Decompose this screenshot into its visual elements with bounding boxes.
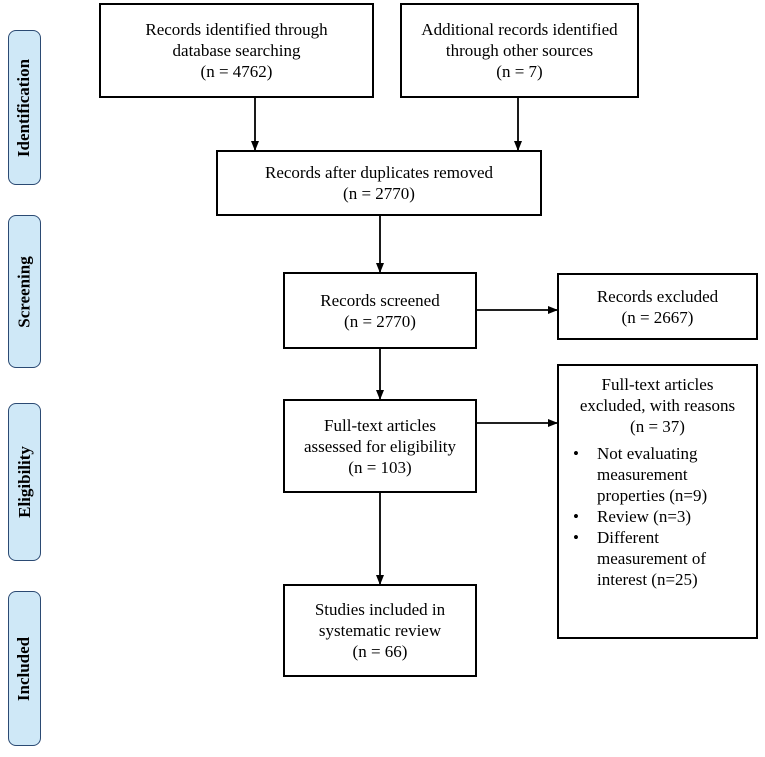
- list-item: Review (n=3): [559, 506, 756, 527]
- phase-screening: Screening: [8, 215, 41, 368]
- box-line: Records screened: [320, 290, 440, 310]
- box-line: Records identified through: [145, 20, 328, 39]
- box-records-excluded: Records excluded (n = 2667): [557, 273, 758, 340]
- box-line: Records after duplicates removed: [265, 163, 493, 182]
- box-line: Full-text articles: [324, 415, 436, 435]
- reason-line: Review (n=3): [597, 507, 692, 526]
- box-count: (n = 4762): [200, 62, 273, 81]
- box-line: Studies included in: [314, 600, 446, 619]
- box-count: (n = 7): [496, 62, 543, 81]
- box-line: systematic review: [318, 621, 442, 640]
- box-line: Additional records identified: [421, 20, 618, 39]
- list-item: Different measurement of interest (n=25): [559, 527, 756, 590]
- box-line: excluded, with reasons: [579, 396, 736, 415]
- reason-line: Not evaluating: [597, 444, 698, 463]
- reason-line: measurement: [597, 465, 688, 484]
- reason-line: interest (n=25): [597, 570, 698, 589]
- box-database-records: Records identified through database sear…: [99, 3, 374, 98]
- box-line: through other sources: [445, 41, 594, 60]
- reason-line: measurement of: [597, 549, 707, 568]
- box-duplicates-removed: Records after duplicates removed (n = 27…: [216, 150, 542, 216]
- box-full-text-assessed: Full-text articles assessed for eligibil…: [283, 399, 477, 493]
- phase-eligibility: Eligibility: [8, 403, 41, 561]
- reason-line: properties (n=9): [597, 486, 708, 505]
- phase-included: Included: [8, 591, 41, 746]
- box-line: Records excluded: [596, 286, 719, 306]
- box-records-screened: Records screened (n = 2770): [283, 272, 477, 349]
- box-count: (n = 103): [348, 457, 412, 477]
- box-line: database searching: [172, 41, 301, 60]
- box-full-text-excluded: Full-text articles excluded, with reason…: [557, 364, 758, 639]
- box-count: (n = 2770): [343, 184, 415, 203]
- reason-line: Different: [597, 528, 659, 547]
- list-item: Not evaluating measurement properties (n…: [559, 443, 756, 506]
- box-line: assessed for eligibility: [303, 436, 457, 456]
- box-line: Full-text articles: [601, 375, 714, 394]
- box-count: (n = 2667): [621, 307, 694, 327]
- box-count: (n = 2770): [344, 311, 416, 331]
- excluded-heading: Full-text articles excluded, with reason…: [580, 374, 735, 437]
- box-count: (n = 37): [630, 417, 685, 436]
- box-studies-included: Studies included in systematic review (n…: [283, 584, 477, 677]
- box-count: (n = 66): [352, 642, 408, 661]
- exclusion-reasons-list: Not evaluating measurement properties (n…: [559, 443, 756, 590]
- phase-identification: Identification: [8, 30, 41, 185]
- box-other-sources: Additional records identified through ot…: [400, 3, 639, 98]
